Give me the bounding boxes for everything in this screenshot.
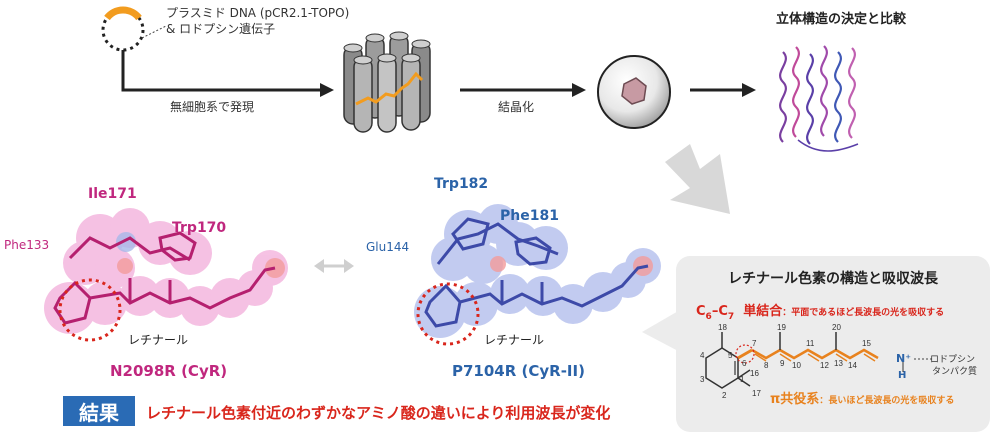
step2-label: 結晶化 [498,100,535,114]
plasmid-pointer [141,25,167,39]
svg-text:20: 20 [832,323,841,332]
svg-text:16: 16 [750,369,759,378]
svg-text:8: 8 [764,361,769,370]
svg-text:1: 1 [740,375,745,384]
left-retinal-label: レチナール [128,333,189,347]
plasmid-label: プラスミド DNA (pCR2.1-TOPO) [166,6,350,20]
result-text: レチナール色素付近のわずかなアミノ酸の違いにより利用波長が変化 [146,404,611,422]
right-res-glu144: Glu144 [366,240,410,254]
retinal-panel [676,256,990,432]
protein-label-2: タンパク質 [932,367,978,377]
svg-text:5: 5 [728,351,733,360]
c6-c7-label: C6–C7 単結合：平面であるほど長波長の光を吸収する [696,304,945,323]
protein-link-dashes [914,358,934,360]
flow-arrow-2 [460,83,586,97]
svg-text:6: 6 [742,359,747,368]
svg-text:11: 11 [806,339,815,348]
left-res-phe133: Phe133 [4,238,50,252]
pi-system-desc: 長いほど長波長の光を吸収する [828,396,955,406]
svg-text:17: 17 [752,389,761,398]
plasmid-label-2: & ロドプシン遺伝子 [166,22,276,36]
left-structure-name: N2098R (CyR) [110,362,228,380]
panel-title: レチナール色素の構造と吸収波長 [728,271,938,287]
protein-label-1: ロドプシン [930,355,976,365]
svg-text:10: 10 [792,361,801,370]
svg-text:18: 18 [718,323,727,332]
double-arrow-icon [314,259,354,273]
svg-text:2: 2 [722,391,727,400]
single-bond-label: 単結合 [743,304,783,319]
left-res-trp170: Trp170 [172,220,227,236]
svg-text:7: 7 [752,339,757,348]
right-res-phe181: Phe181 [500,208,559,224]
single-bond-desc: 平面であるほど長波長の光を吸収する [791,308,945,318]
h-label: H [898,370,907,381]
svg-text:4: 4 [700,351,705,360]
right-retinal-label: レチナール [484,333,545,347]
svg-text:15: 15 [862,339,871,348]
svg-text:9: 9 [780,359,785,368]
grey-down-arrow [665,144,730,214]
n-plus-label: N⁺ [896,352,912,365]
membrane-barrel-icon [343,31,431,133]
flow-arrow-3 [690,83,756,97]
step1-label: 無細胞系で発現 [170,100,255,114]
right-res-trp182: Trp182 [434,176,489,192]
crystal-drop-icon [597,55,671,129]
left-structure-model [44,208,288,342]
result-badge: 結果 [63,396,135,426]
right-structure-name: P7104R (CyR-II) [452,362,585,380]
svg-text:3: 3 [700,375,705,384]
svg-text:19: 19 [777,323,786,332]
svg-text:13: 13 [834,359,843,368]
right-structure-model [414,204,661,346]
plasmid-icon [101,6,145,52]
nh-bond [902,362,904,372]
panel-pointer [642,310,680,352]
pi-system-label: π共役系：長いほど長波長の光を吸収する [770,392,955,407]
flow-arrow-1 [121,50,334,97]
svg-text:12: 12 [820,361,829,370]
protein-ribbon-icon [779,45,859,152]
step3-title: 立体構造の決定と比較 [776,12,907,27]
svg-text:14: 14 [848,361,857,370]
left-res-ile171: Ile171 [88,186,137,202]
